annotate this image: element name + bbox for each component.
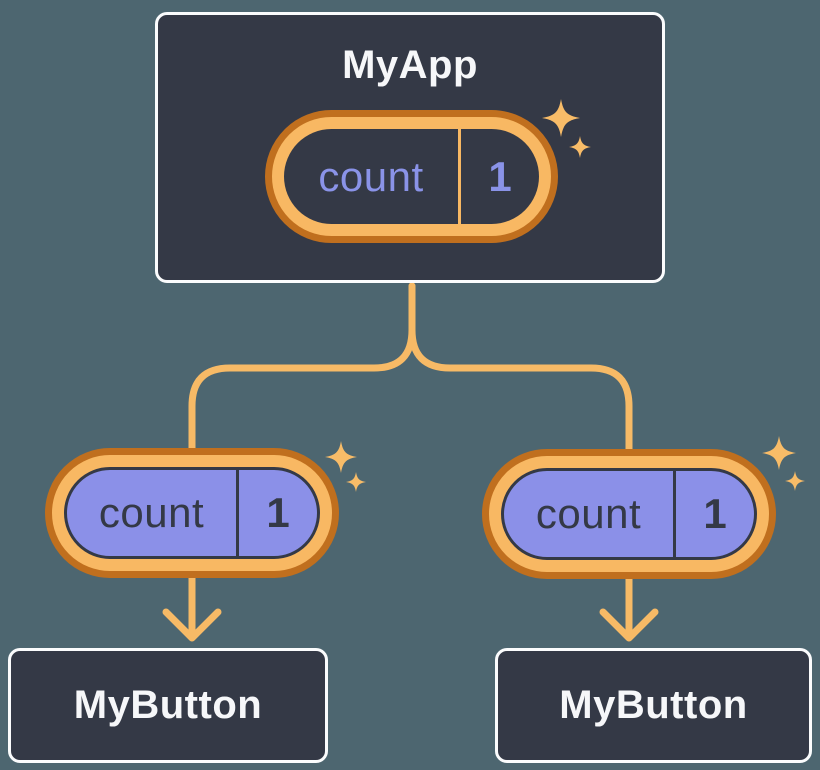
sparkles-icon <box>542 99 591 158</box>
sparkles-icon <box>762 436 805 491</box>
prop-pill-body: count 1 <box>501 468 757 560</box>
node-mybutton-right: MyButton <box>495 648 812 763</box>
prop-pill-value: 1 <box>236 470 317 556</box>
arrow-down-icon <box>599 608 659 642</box>
prop-pill-right: count 1 <box>482 449 776 579</box>
prop-pill-label: count <box>535 490 642 537</box>
sparkles-icon <box>325 441 366 492</box>
state-pill-value: 1 <box>458 129 539 224</box>
connector-left-branch <box>188 282 416 638</box>
arrow-down-icon <box>162 608 222 642</box>
node-mybutton-left: MyButton <box>8 648 328 763</box>
prop-pill-label: count <box>98 489 205 536</box>
prop-pill-body: count 1 <box>64 467 320 559</box>
state-pill-body: count 1 <box>284 129 539 224</box>
prop-pill-left: count 1 <box>45 448 339 578</box>
connector-right-branch <box>408 282 633 638</box>
state-pill-label: count <box>318 152 424 200</box>
node-myapp: MyApp count 1 <box>155 12 665 283</box>
node-title-mybutton: MyButton <box>559 683 748 727</box>
node-title-myapp: MyApp <box>342 43 478 87</box>
node-title-mybutton: MyButton <box>73 683 263 727</box>
prop-pill-value: 1 <box>673 471 754 557</box>
state-pill: count 1 <box>265 110 558 243</box>
